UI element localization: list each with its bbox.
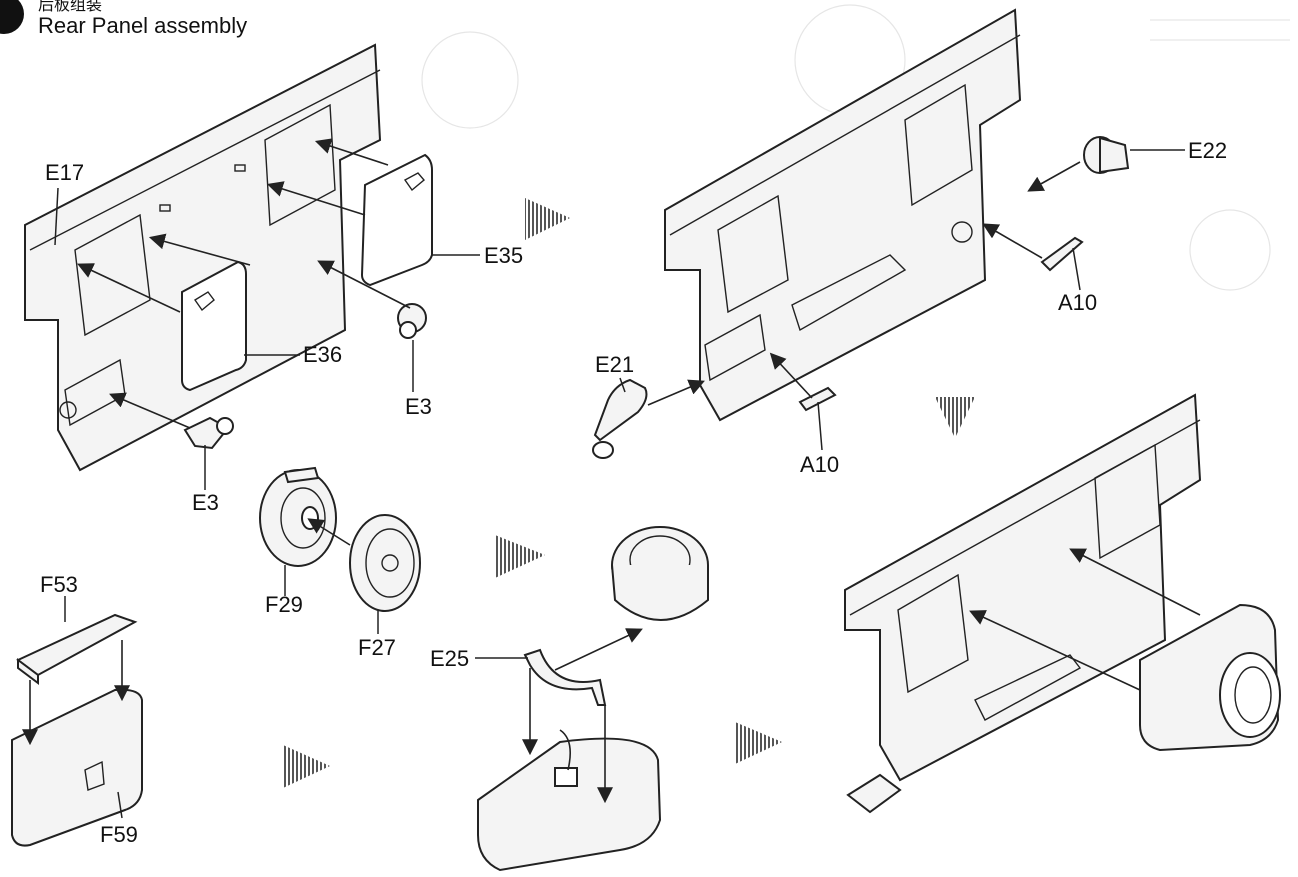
flow-arrow-icon-2 — [935, 397, 975, 438]
part-a10-top — [1040, 236, 1084, 272]
part-e3-right — [397, 303, 427, 339]
label-e17: E17 — [45, 160, 84, 185]
flow-arrow-icon-5 — [735, 722, 782, 764]
flow-arrow-icon-1 — [525, 198, 570, 240]
label-e22: E22 — [1188, 138, 1227, 163]
label-e3-right: E3 — [405, 394, 432, 419]
wheel-parts — [259, 466, 421, 634]
door-e36 — [181, 260, 247, 392]
door-e35 — [360, 153, 433, 287]
label-f59: F59 — [100, 822, 138, 847]
title-chinese: 后板组装 — [38, 0, 102, 14]
flow-arrow-icon-4 — [283, 745, 330, 788]
part-e25 — [523, 648, 607, 706]
step-number-badge — [0, 0, 24, 34]
label-e35: E35 — [484, 243, 523, 268]
title-english: Rear Panel assembly — [38, 13, 247, 38]
step-title: 后板组装 Rear Panel assembly — [0, 0, 247, 38]
label-e25: E25 — [430, 646, 469, 671]
label-a10-bottom: A10 — [800, 452, 839, 477]
part-a10-bottom — [798, 386, 837, 412]
leaders-panel-2 — [619, 149, 1185, 451]
fender-subassembly — [475, 526, 709, 872]
part-f53 — [16, 613, 138, 677]
label-e36: E36 — [303, 342, 342, 367]
rear-panel-with-doors — [592, 8, 1130, 459]
final-assembly — [844, 393, 1281, 814]
part-f27 — [349, 514, 421, 612]
label-a10-top: A10 — [1058, 290, 1097, 315]
label-f53: F53 — [40, 572, 78, 597]
flow-arrows — [283, 198, 975, 788]
rear-panel-exploded — [24, 43, 433, 472]
label-f27: F27 — [358, 635, 396, 660]
flow-arrow-icon-3 — [495, 535, 545, 578]
label-e3-left: E3 — [192, 490, 219, 515]
part-e22 — [1083, 136, 1130, 174]
leaders-panel-1 — [54, 187, 480, 490]
fender-parts — [11, 596, 143, 847]
part-e21 — [592, 378, 648, 459]
label-e21: E21 — [595, 352, 634, 377]
part-f59 — [11, 688, 143, 847]
part-e3-left — [183, 416, 234, 450]
label-f29: F29 — [265, 592, 303, 617]
